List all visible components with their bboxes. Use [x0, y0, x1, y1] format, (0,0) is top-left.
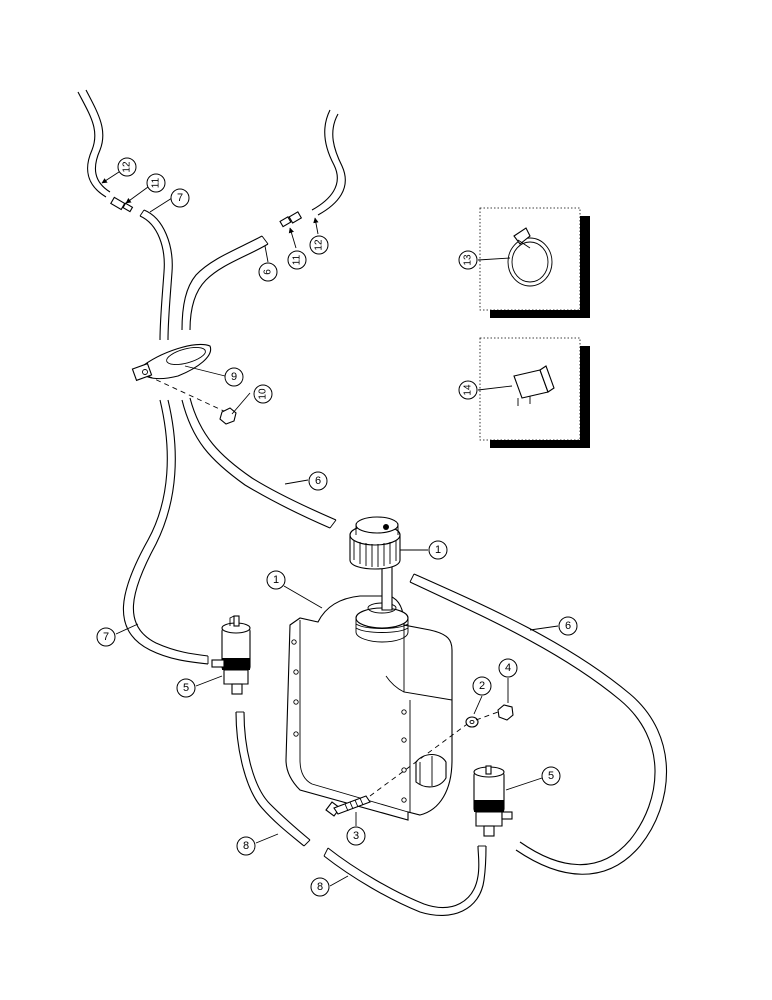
hose-7-upper: [139, 209, 173, 341]
hose-8-left: [235, 711, 311, 847]
svg-text:1: 1: [273, 574, 279, 586]
svg-text:6: 6: [565, 620, 571, 632]
callout-4: 4: [498, 658, 518, 678]
hose-7-lower: [122, 399, 209, 665]
callout-11-upper-right: 11: [287, 250, 307, 270]
svg-text:3: 3: [353, 830, 359, 842]
callout-14: 14: [458, 380, 478, 400]
nut-10: [219, 407, 237, 425]
washer-pump-5-left: [211, 615, 251, 695]
svg-text:8: 8: [317, 881, 323, 893]
svg-text:7: 7: [103, 631, 109, 643]
svg-text:5: 5: [183, 682, 189, 694]
hose-clamp-9: [131, 343, 212, 382]
svg-text:5: 5: [548, 770, 554, 782]
hose-6-upper: [181, 235, 269, 331]
hose-8-bottom: [323, 845, 487, 916]
callout-7-upper: 7: [170, 188, 190, 208]
svg-text:4: 4: [505, 662, 511, 674]
callout-6-mid: 6: [308, 471, 328, 491]
callout-5-right: 5: [541, 766, 561, 786]
svg-text:13: 13: [463, 254, 474, 266]
washer-2: [465, 716, 479, 728]
hose-6-mid: [181, 397, 337, 529]
callout-10: 10: [253, 384, 273, 404]
inset-14-box: [479, 337, 590, 448]
callout-7-lower: 7: [96, 627, 116, 647]
svg-text:9: 9: [231, 371, 237, 383]
svg-text:10: 10: [258, 388, 269, 400]
callout-11-upper-left: 11: [146, 173, 166, 193]
callout-8-bottom: 8: [310, 877, 330, 897]
washer-pump-5-right: [473, 765, 513, 837]
svg-text:8: 8: [243, 840, 249, 852]
connector-11b: [279, 211, 303, 228]
svg-text:11: 11: [292, 254, 303, 265]
svg-text:11: 11: [151, 177, 162, 188]
washer-reservoir-tank: [285, 595, 453, 821]
bolt-3: [325, 795, 371, 817]
svg-text:1: 1: [435, 544, 441, 556]
svg-text:6: 6: [263, 269, 274, 275]
callout-6-right: 6: [558, 616, 578, 636]
callout-12-upper-left: 12: [117, 157, 137, 177]
svg-text:6: 6: [315, 475, 321, 487]
callout-8-left: 8: [236, 836, 256, 856]
svg-text:14: 14: [463, 384, 474, 396]
callout-9: 9: [224, 367, 244, 387]
upper-left-hose: [77, 89, 111, 198]
svg-text:12: 12: [314, 239, 325, 251]
hose-6-right: [409, 573, 668, 875]
svg-text:2: 2: [479, 680, 485, 692]
fuse-14-icon: [513, 365, 555, 406]
callout-6-upper: 6: [258, 262, 278, 282]
svg-text:12: 12: [122, 161, 133, 173]
svg-text:7: 7: [177, 192, 183, 204]
callout-5-left: 5: [176, 678, 196, 698]
callout-1-tank: 1: [266, 570, 286, 590]
connector-11a: [110, 196, 134, 213]
nut-4: [497, 704, 514, 721]
filler-cap-1: [349, 516, 401, 611]
callout-2: 2: [472, 676, 492, 696]
callout-12-upper-right: 12: [309, 235, 329, 255]
callout-13: 13: [458, 250, 478, 270]
hose-clamp-13-icon: [507, 227, 553, 287]
upper-right-hose: [311, 109, 346, 216]
callout-3: 3: [346, 826, 366, 846]
callout-1-cap: 1: [428, 540, 448, 560]
inset-13-box: [479, 207, 590, 318]
